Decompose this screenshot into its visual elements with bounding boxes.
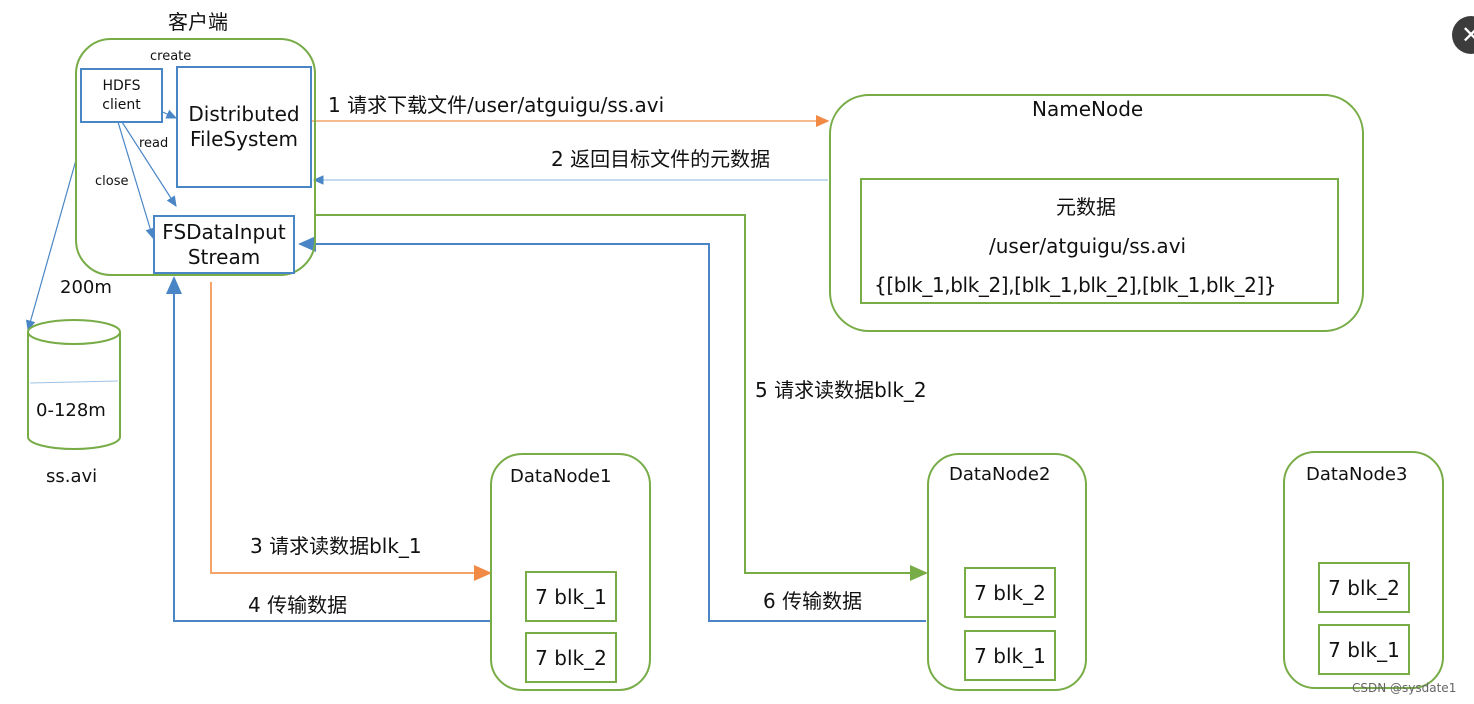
file-segment: 0-128m — [36, 400, 106, 421]
datanode2-title: DataNode2 — [949, 464, 1051, 485]
read-arrow — [121, 121, 177, 208]
step5-label: 5 请求读数据blk_2 — [755, 378, 927, 402]
fsdatainputstream-box: FSDataInputStream — [153, 215, 295, 274]
create-label: create — [150, 49, 192, 64]
hdfs-client-box: HDFS client — [80, 68, 163, 123]
namenode-title: NameNode — [1032, 97, 1144, 121]
step4-arrow — [166, 276, 490, 622]
metadata-path: /user/atguigu/ss.avi — [989, 234, 1187, 258]
close-label: close — [95, 174, 129, 189]
datanode2-box — [927, 453, 1087, 691]
step4-label: 4 传输数据 — [248, 593, 348, 617]
metadata-blocks: {[blk_1,blk_2],[blk_1,blk_2],[blk_1,blk_… — [874, 273, 1277, 297]
step1-label: 1 请求下载文件/user/atguigu/ss.avi — [328, 93, 665, 117]
datanode1-box — [490, 453, 651, 691]
step3-label: 3 请求读数据blk_1 — [250, 534, 422, 558]
file-arrow — [25, 159, 77, 332]
file-size: 200m — [60, 277, 112, 298]
step3-arrow — [210, 282, 492, 581]
datanode3-title: DataNode3 — [1306, 464, 1408, 485]
file-cylinder — [27, 319, 121, 450]
fsdatainputstream-label: FSDataInputStream — [162, 219, 286, 269]
datanode3-box — [1283, 451, 1444, 689]
datanode3-block1: 7 blk_2 — [1318, 562, 1410, 613]
step6-label: 6 传输数据 — [763, 589, 863, 613]
datanode1-block1: 7 blk_1 — [525, 571, 617, 622]
distributed-filesystem-box: Distributed FileSystem — [176, 66, 312, 188]
step5-arrow — [315, 214, 928, 581]
client-box — [75, 38, 316, 276]
step2-label: 2 返回目标文件的元数据 — [551, 147, 771, 171]
namenode-box — [829, 94, 1364, 332]
datanode1-title: DataNode1 — [510, 466, 612, 487]
metadata-box — [860, 178, 1339, 304]
close-icon[interactable]: ✕ — [1452, 16, 1474, 54]
step6-arrow — [298, 236, 926, 622]
datanode1-block2: 7 blk_2 — [525, 632, 617, 683]
client-title: 客户端 — [168, 10, 228, 34]
close-arrow — [117, 121, 155, 240]
metadata-title: 元数据 — [1056, 195, 1116, 219]
datanode2-block2: 7 blk_1 — [964, 630, 1056, 681]
read-label: read — [139, 136, 169, 151]
datanode2-block1: 7 blk_2 — [964, 567, 1056, 618]
datanode3-block2: 7 blk_1 — [1318, 624, 1410, 675]
watermark: CSDN @sysdate1 — [1352, 681, 1457, 695]
file-name: ss.avi — [46, 466, 98, 487]
